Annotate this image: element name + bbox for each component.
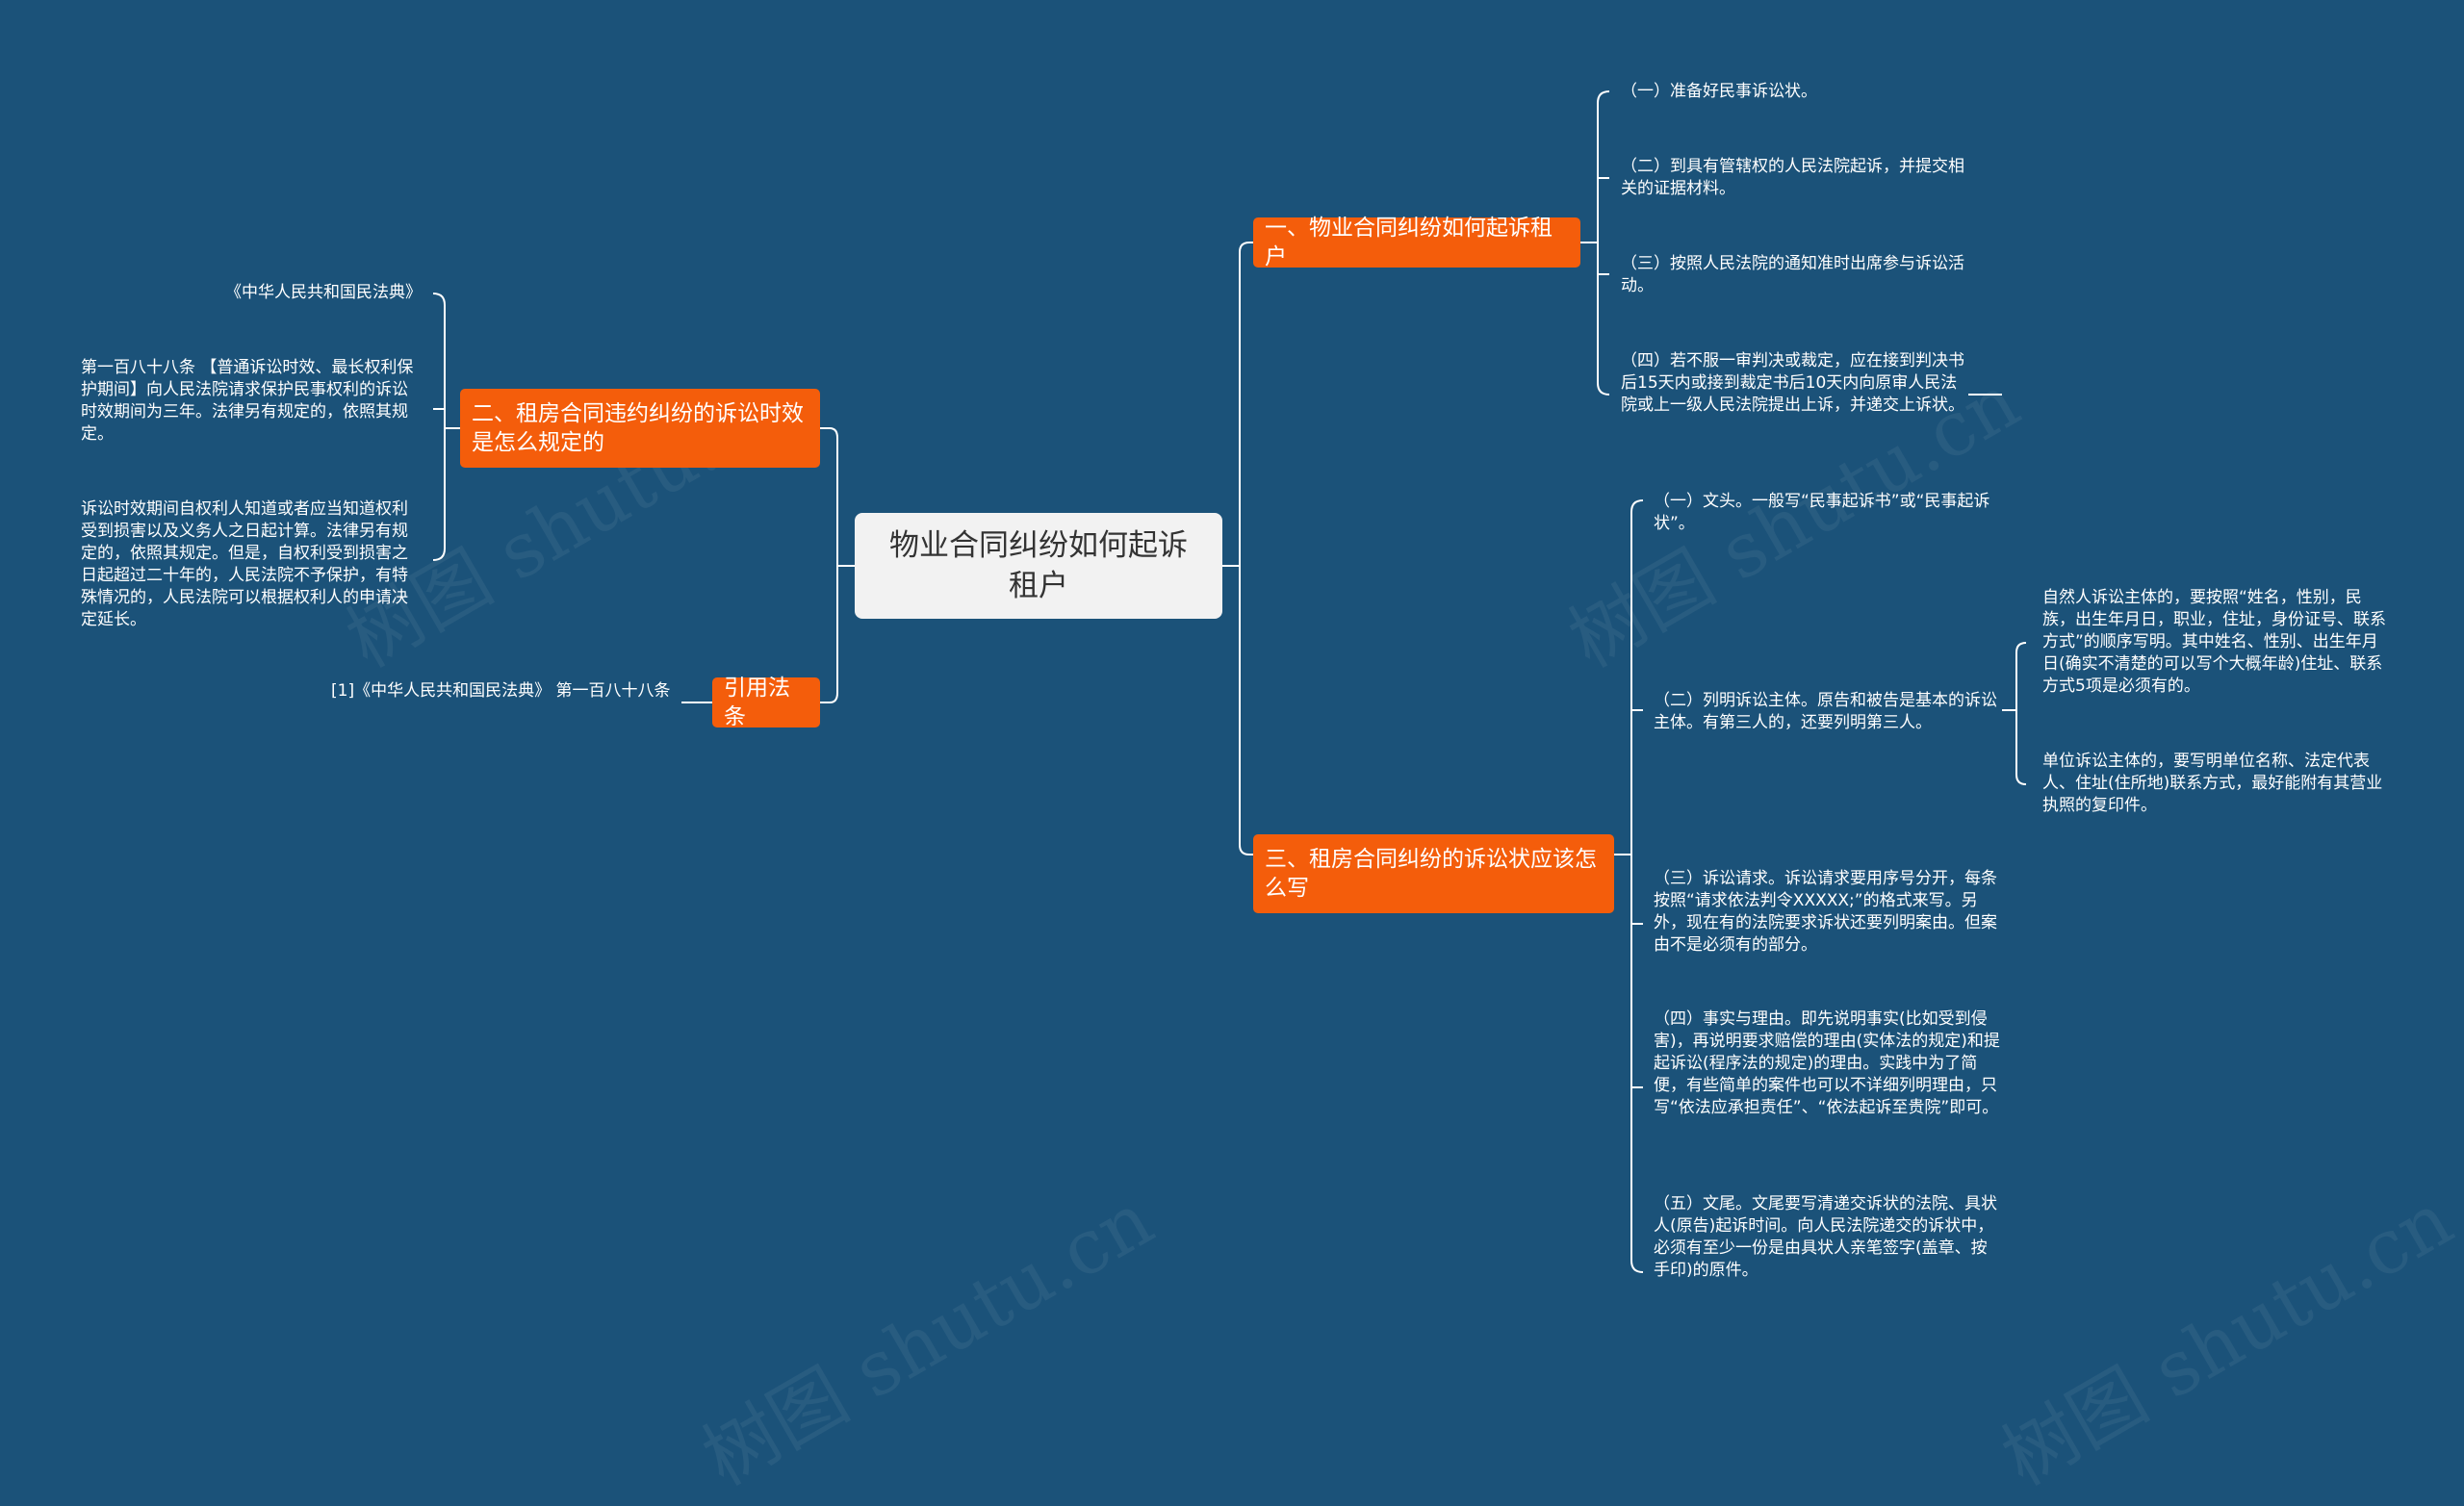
branch-node-1[interactable]: 一、物业合同纠纷如何起诉租户 <box>1253 216 1580 269</box>
leaf-node: （一）准备好民事诉讼状。 <box>1621 81 1967 103</box>
leaf-text: （五）文尾。文尾要写清递交诉状的法院、具状人(原告)起诉时间。向人民法院递交的诉… <box>1654 1194 1997 1280</box>
leaf-node: 《中华人民共和国民法典》 <box>77 282 422 304</box>
sub-leaf-node: 自然人诉讼主体的，要按照“姓名，性别，民族，出生年月日，职业，住址，身份证号、联… <box>2042 587 2387 698</box>
leaf-text: 《中华人民共和国民法典》 <box>225 283 422 302</box>
leaf-text: （四）事实与理由。即先说明事实(比如受到侵害)，再说明要求赔偿的理由(实体法的规… <box>1654 1009 2000 1117</box>
leaf-node: （四）事实与理由。即先说明事实(比如受到侵害)，再说明要求赔偿的理由(实体法的规… <box>1654 1008 2000 1119</box>
branch-label: 二、租房合同违约纠纷的诉讼时效是怎么规定的 <box>472 401 804 455</box>
leaf-node: （三）诉讼请求。诉讼请求要用序号分开，每条按照“请求依法判令XXXXX;”的格式… <box>1654 868 2000 957</box>
leaf-node: （一）文头。一般写“民事起诉书”或“民事起诉状”。 <box>1654 491 2000 535</box>
leaf-node: 第一百八十八条 【普通诉讼时效、最长权利保护期间】向人民法院请求保护民事权利的诉… <box>81 357 424 446</box>
leaf-text: [1]《中华人民共和国民法典》 第一百八十八条 <box>331 681 671 701</box>
sub-leaf-node: 单位诉讼主体的，要写明单位名称、法定代表人、住址(住所地)联系方式，最好能附有其… <box>2042 751 2387 817</box>
connector-lines <box>432 90 2027 1273</box>
leaf-text: 诉讼时效期间自权利人知道或者应当知道权利受到损害以及义务人之日起计算。法律另有规… <box>81 499 408 629</box>
leaf-node: （三）按照人民法院的通知准时出席参与诉讼活动。 <box>1621 253 1967 297</box>
leaf-node: （四）若不服一审判决或裁定，应在接到判决书后15天内或接到裁定书后10天内向原审… <box>1621 350 1967 417</box>
mindmap-canvas: 树图 shutu.cn 树图 shutu.cn 树图 shutu.cn 树图 s… <box>77 81 2464 1502</box>
leaf-text: （四）若不服一审判决或裁定，应在接到判决书后15天内或接到裁定书后10天内向原审… <box>1621 351 1964 415</box>
branch-label: 引用法条 <box>724 676 790 729</box>
branch-node-3[interactable]: 三、租房合同纠纷的诉讼状应该怎么写 <box>1253 834 1614 913</box>
leaf-node: （二）列明诉讼主体。原告和被告是基本的诉讼主体。有第三人的，还要列明第三人。 <box>1654 690 2000 734</box>
leaf-node: 诉讼时效期间自权利人知道或者应当知道权利受到损害以及义务人之日起计算。法律另有规… <box>81 498 424 631</box>
leaf-text: （一）文头。一般写“民事起诉书”或“民事起诉状”。 <box>1654 492 1990 533</box>
leaf-text: 第一百八十八条 【普通诉讼时效、最长权利保护期间】向人民法院请求保护民事权利的诉… <box>81 358 414 444</box>
connector <box>1239 242 1250 855</box>
leaf-node: [1]《中华人民共和国民法典》 第一百八十八条 <box>331 680 678 702</box>
connector <box>2015 642 2027 785</box>
root-node[interactable]: 物业合同纠纷如何起诉租户 <box>855 513 1222 619</box>
leaf-text: 单位诉讼主体的，要写明单位名称、法定代表人、住址(住所地)联系方式，最好能附有其… <box>2042 752 2383 815</box>
branch-label: 一、物业合同纠纷如何起诉租户 <box>1265 216 1553 269</box>
connector <box>1597 90 1610 396</box>
leaf-node: （五）文尾。文尾要写清递交诉状的法院、具状人(原告)起诉时间。向人民法院递交的诉… <box>1654 1193 2000 1282</box>
branch-node-2[interactable]: 二、租房合同违约纠纷的诉讼时效是怎么规定的 <box>460 389 820 468</box>
connector <box>829 427 838 703</box>
leaf-text: （二）列明诉讼主体。原告和被告是基本的诉讼主体。有第三人的，还要列明第三人。 <box>1654 691 1997 732</box>
leaf-text: （三）按照人民法院的通知准时出席参与诉讼活动。 <box>1621 254 1964 295</box>
connector <box>432 293 446 561</box>
leaf-text: （三）诉讼请求。诉讼请求要用序号分开，每条按照“请求依法判令XXXXX;”的格式… <box>1654 869 1997 955</box>
leaf-text: 自然人诉讼主体的，要按照“姓名，性别，民族，出生年月日，职业，住址，身份证号、联… <box>2042 588 2386 696</box>
branch-label: 三、租房合同纠纷的诉讼状应该怎么写 <box>1265 847 1597 901</box>
connector <box>1630 499 1644 1273</box>
leaf-text: （二）到具有管辖权的人民法院起诉，并提交相关的证据材料。 <box>1621 157 1964 198</box>
root-label: 物业合同纠纷如何起诉租户 <box>889 528 1188 603</box>
leaf-text: （一）准备好民事诉讼状。 <box>1621 82 1817 101</box>
leaf-node: （二）到具有管辖权的人民法院起诉，并提交相关的证据材料。 <box>1621 156 1967 200</box>
branch-node-4[interactable]: 引用法条 <box>712 676 820 729</box>
